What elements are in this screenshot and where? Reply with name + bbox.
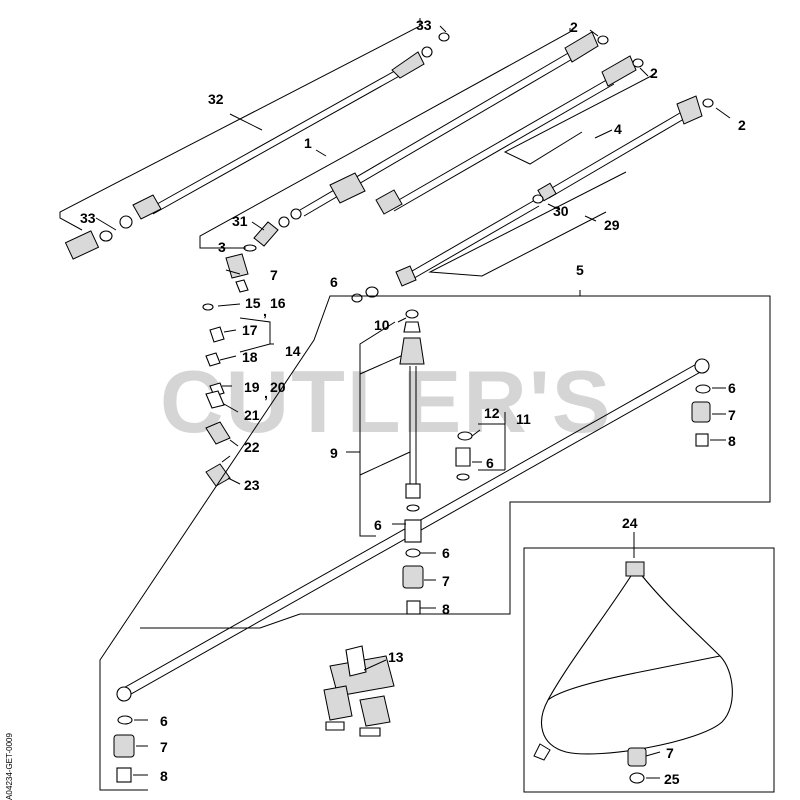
washer-33a — [421, 46, 433, 58]
callout-32: 32 — [208, 91, 224, 107]
callout-14: 14 — [285, 343, 301, 359]
callout-23: 23 — [244, 477, 260, 493]
callout-6b: 6 — [728, 380, 736, 396]
boom-end-right — [694, 358, 710, 374]
o-ring-2c — [702, 98, 714, 108]
part-21 — [205, 390, 225, 409]
callout-6a: 6 — [330, 274, 338, 290]
callout-7d: 7 — [160, 739, 168, 755]
fitting-9-bottom — [405, 483, 421, 499]
o-ring-10 — [405, 309, 419, 319]
part-7a — [225, 253, 249, 279]
cap-25 — [629, 772, 645, 784]
part-18 — [205, 352, 221, 367]
cap-8c — [116, 767, 132, 783]
callout-19: 19 — [244, 379, 260, 395]
nozzle-holder-13 — [323, 645, 395, 737]
callout-15: 15 — [245, 295, 261, 311]
callout-4: 4 — [614, 121, 622, 137]
o-ring-33a — [438, 32, 450, 42]
left-fittings — [64, 208, 302, 260]
nut-7d — [113, 734, 135, 758]
o-ring-6b — [456, 473, 470, 481]
callout-16: 16 — [270, 295, 286, 311]
o-ring-2a — [597, 35, 609, 45]
callout-7c: 7 — [442, 573, 450, 589]
lance-29 — [351, 194, 544, 303]
callout-2c: 2 — [738, 117, 746, 133]
shield-fitting — [625, 561, 645, 577]
lance-2 — [375, 55, 637, 215]
callout-25: 25 — [664, 771, 680, 787]
spray-shield-24 — [523, 532, 775, 793]
callout-5: 5 — [576, 262, 584, 278]
callout-3: 3 — [218, 239, 226, 255]
callout-20: 20 — [270, 379, 286, 395]
part-17 — [209, 326, 225, 343]
callout-13: 13 — [388, 649, 404, 665]
adapter-11 — [455, 412, 506, 481]
cap-8a — [406, 600, 421, 615]
callout-1: 1 — [304, 135, 312, 151]
callout-21: 21 — [244, 407, 260, 423]
callout-33a: 33 — [416, 17, 432, 33]
o-ring-6e — [695, 384, 711, 394]
o-ring-2b — [632, 58, 644, 68]
nut-7-shield — [627, 747, 647, 767]
lance-leaders — [59, 18, 731, 277]
callout-12: 12 — [484, 405, 500, 421]
watermark-text: CUTLER'S — [160, 352, 612, 451]
side-mark: A0 — [5, 790, 14, 800]
callout-6c: 6 — [486, 455, 494, 471]
callout-2b: 2 — [650, 65, 658, 81]
connector-9 — [404, 519, 422, 543]
side-code: 4234-GET-0009 — [5, 733, 14, 790]
callout-8c: 8 — [160, 768, 168, 784]
callout-33b: 33 — [80, 210, 96, 226]
adapter-body — [455, 447, 471, 467]
lance-1 — [299, 31, 599, 217]
callout-22: 22 — [244, 439, 260, 455]
part-22 — [205, 421, 231, 445]
callout-6f: 6 — [160, 713, 168, 729]
callout-8b: 8 — [442, 601, 450, 617]
callout-17: 17 — [242, 322, 258, 338]
lance-4 — [537, 95, 703, 202]
part-15 — [202, 303, 214, 311]
lance-32 — [132, 51, 425, 220]
callout-31: 31 — [232, 213, 248, 229]
callout-6d: 6 — [374, 517, 382, 533]
cap-8b — [695, 433, 709, 447]
extension-9 — [346, 309, 436, 615]
callout-7a: 7 — [270, 267, 278, 283]
nut-9-top — [399, 337, 425, 365]
callout-11: 11 — [516, 411, 531, 427]
nut-7c — [691, 401, 711, 423]
o-ring-6c — [406, 504, 420, 512]
callout-labels: 33 2 2 2 32 1 4 33 31 30 29 3 7 6 5 15 1… — [80, 17, 746, 787]
nozzle-parts-stack — [202, 253, 274, 487]
callout-30: 30 — [553, 203, 569, 219]
o-ring-12 — [457, 431, 473, 441]
callout-9: 9 — [330, 445, 338, 461]
callout-24: 24 — [622, 515, 638, 531]
callout-2a: 2 — [570, 19, 578, 35]
o-ring-6d — [405, 548, 421, 558]
nut-7e — [402, 565, 424, 589]
callout-29: 29 — [604, 217, 620, 233]
callout-10: 10 — [374, 317, 390, 333]
comma-15-16: , — [263, 303, 267, 319]
callout-6e: 6 — [442, 545, 450, 561]
callout-7e: 7 — [666, 745, 674, 761]
boom-end-left — [116, 686, 132, 702]
callout-7b: 7 — [728, 407, 736, 423]
callout-8a: 8 — [728, 433, 736, 449]
part-23 — [205, 463, 231, 487]
callout-18: 18 — [242, 349, 258, 365]
shield-body — [541, 567, 733, 755]
lance-assemblies — [64, 31, 714, 303]
o-ring-6f — [117, 715, 133, 725]
comma-19-20: , — [264, 385, 268, 401]
